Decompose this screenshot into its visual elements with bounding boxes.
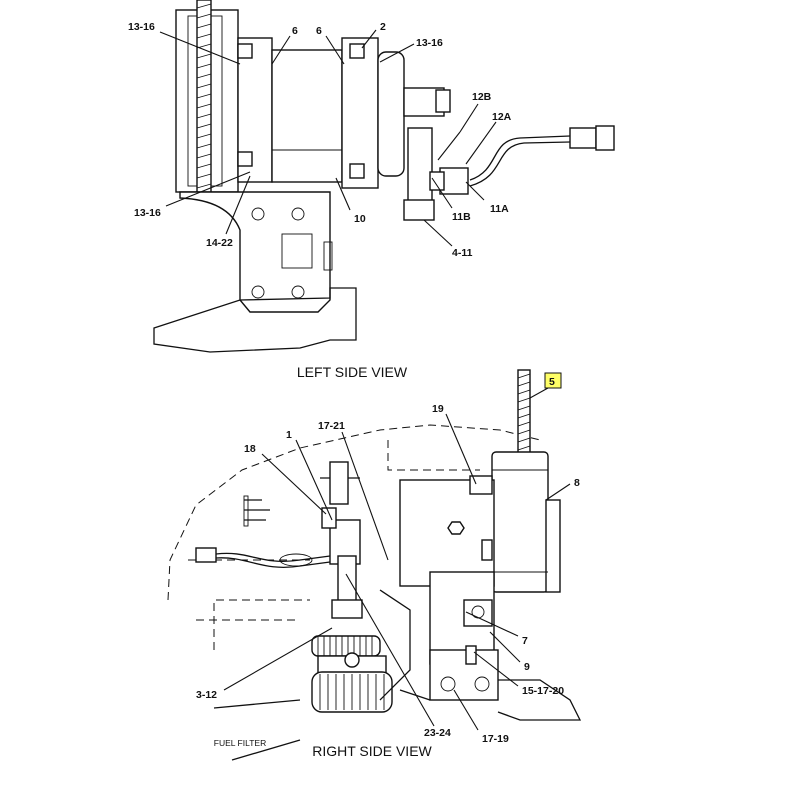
callout-label: 8 — [574, 477, 580, 489]
callout-label: 23-24 — [424, 727, 451, 739]
callout-label: 17-21 — [318, 420, 345, 432]
fuel-filter-label: FUEL FILTER — [214, 738, 266, 748]
right-side-view: FUEL FILTER RIGHT SIDE VIEW — [167, 369, 582, 761]
callout-label: 14-22 — [206, 237, 233, 249]
highlight-box — [544, 372, 562, 389]
callout-label: 9 — [524, 661, 530, 673]
callout-label: 13-16 — [134, 207, 161, 219]
callout-label: 4-11 — [452, 247, 473, 259]
callout-label: 15-17-20 — [522, 685, 564, 697]
threaded-rod — [517, 369, 531, 461]
callout-label: 3-12 — [196, 689, 217, 701]
callout-label: 10 — [354, 213, 366, 225]
fuel-filter — [311, 635, 393, 713]
mount-plate — [399, 479, 495, 587]
callout-label: 18 — [244, 443, 256, 455]
callout-label: 11A — [490, 203, 509, 215]
callout-label: 6 — [292, 25, 298, 37]
callout-label: 12A — [492, 111, 512, 123]
left-side-view: LEFT SIDE VIEW — [153, 0, 615, 380]
callout-label: 13-16 — [128, 21, 155, 33]
drive-belt — [196, 0, 212, 193]
connector-left — [195, 547, 217, 563]
engine-block-outline — [153, 287, 357, 353]
callout-label: 7 — [522, 635, 528, 647]
compressor-body — [271, 49, 343, 183]
leader-lines — [159, 29, 571, 731]
callout-label: 5 — [549, 376, 555, 388]
callouts-left: 13-16 6 6 2 13-16 12B 12A 13-16 10 11B 1… — [128, 21, 512, 259]
callout-label: 11B — [452, 211, 471, 223]
mounting-bracket — [179, 191, 331, 313]
right-view-caption: RIGHT SIDE VIEW — [312, 743, 432, 759]
left-view-caption: LEFT SIDE VIEW — [297, 364, 408, 380]
callout-label: 12B — [472, 91, 492, 103]
electrical-connector — [569, 127, 597, 149]
callouts-right: 5 19 17-21 1 18 8 7 9 15-17-20 3-12 23-2… — [196, 372, 580, 745]
callout-label: 2 — [380, 21, 386, 33]
compressor-unit — [491, 451, 549, 593]
callout-label: 19 — [432, 403, 444, 415]
callout-label: 6 — [316, 25, 322, 37]
base-frame — [213, 679, 582, 721]
callout-label: 1 — [286, 429, 292, 441]
wire-harness — [469, 135, 571, 181]
callout-label: 17-19 — [482, 733, 509, 745]
callout-label: 13-16 — [416, 37, 443, 49]
